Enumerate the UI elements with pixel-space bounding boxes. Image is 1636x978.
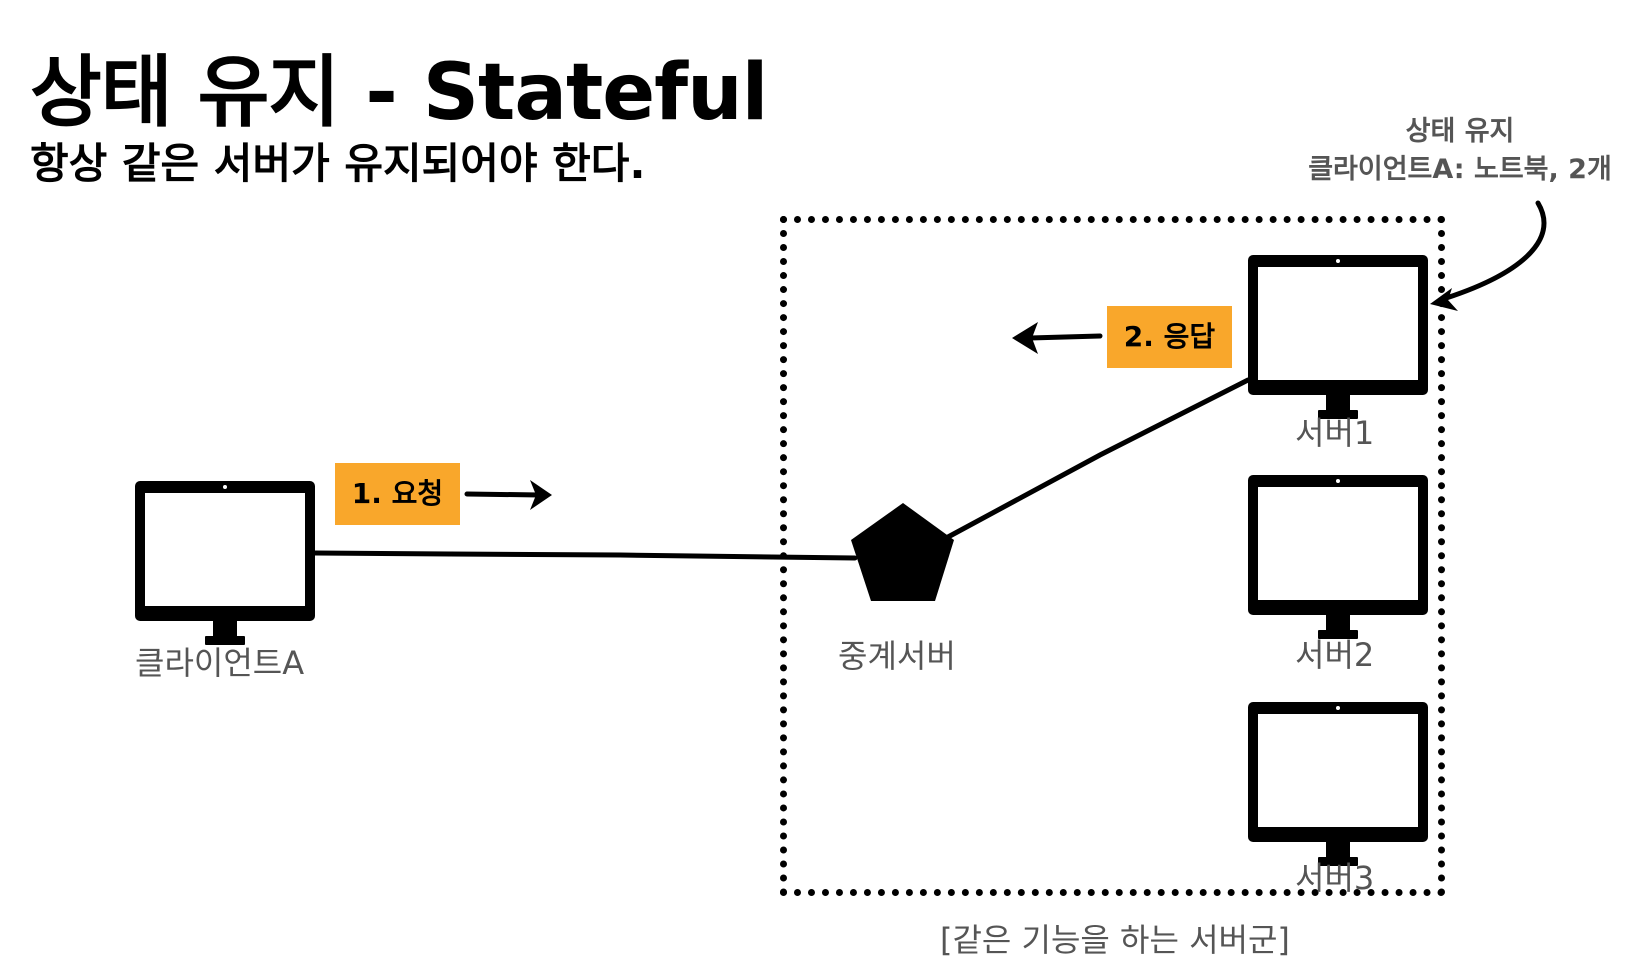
server2-label: 서버2 — [1295, 636, 1375, 674]
client-monitor-icon — [135, 481, 315, 645]
note-arrow-shaft — [1437, 200, 1547, 303]
server3-monitor-icon — [1248, 702, 1428, 866]
server2-monitor-icon — [1248, 475, 1428, 639]
client-label: 클라이언트A — [135, 644, 305, 682]
state-note-line-1: 상태 유지 — [1405, 116, 1515, 147]
request-arrow-head — [530, 480, 552, 510]
response-arrow-shaft — [1027, 333, 1103, 341]
response-step-tag: 2. 응답 — [1107, 306, 1232, 368]
relay-pentagon — [851, 503, 954, 601]
request-step-tag: 1. 요청 — [335, 463, 460, 525]
slide-title: 상태 유지 - Stateful — [30, 48, 768, 138]
state-note: 상태 유지 클라이언트A: 노트북, 2개 — [1285, 113, 1635, 189]
state-note-line-2: 클라이언트A: 노트북, 2개 — [1308, 154, 1612, 185]
server1-label: 서버1 — [1295, 414, 1375, 452]
server1-monitor-icon — [1248, 255, 1428, 419]
relay-to-server1-line — [945, 377, 1251, 540]
relay-label: 중계서버 — [838, 637, 956, 675]
request-arrow-shaft — [464, 491, 543, 498]
server3-label: 서버3 — [1295, 859, 1375, 897]
note-arrow-head — [1430, 288, 1458, 311]
client-to-relay-line — [312, 550, 858, 561]
response-arrow-head — [1012, 322, 1038, 354]
server-group-label: [같은 기능을 하는 서버군] — [940, 921, 1290, 959]
slide-subtitle: 항상 같은 서버가 유지되어야 한다. — [30, 139, 646, 188]
